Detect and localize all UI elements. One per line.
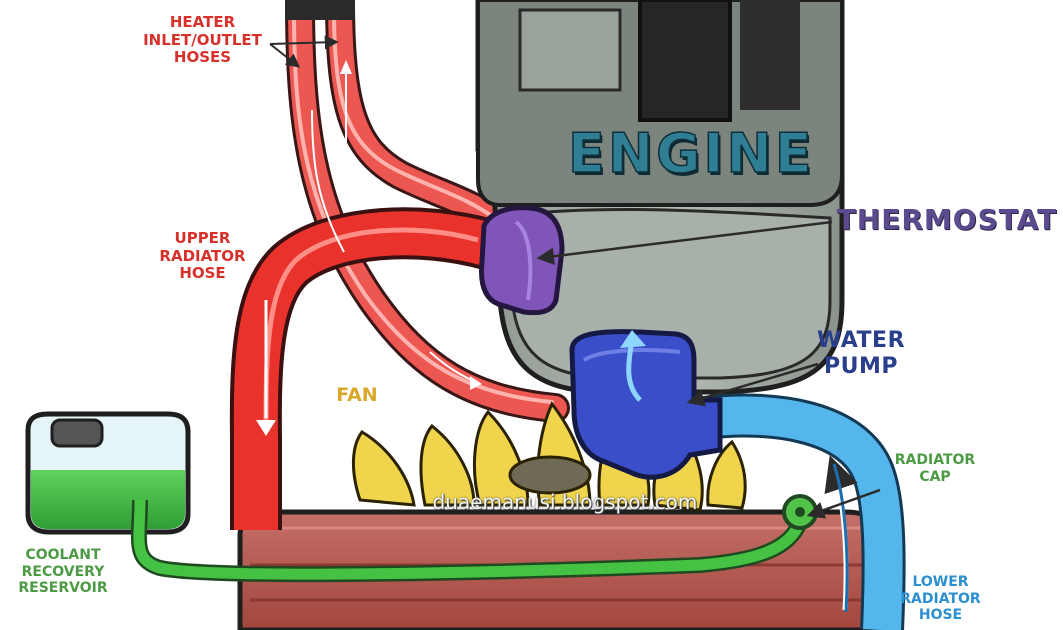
thermostat-leader-arrow bbox=[536, 220, 833, 265]
lower-radiator-hose-label: LOWER RADIATOR HOSE bbox=[900, 574, 981, 624]
hose-clamp-top bbox=[285, 0, 355, 20]
lower-hose-flow-arrow bbox=[832, 463, 849, 613]
heater-hoses-label: HEATER INLET/OUTLET HOSES bbox=[143, 13, 262, 67]
water-pump-leader-arrow bbox=[686, 362, 819, 407]
heater-hose-leader-arrow-2 bbox=[269, 43, 301, 68]
water-pump bbox=[569, 329, 723, 480]
radiator-cap-label: RADIATOR CAP bbox=[894, 452, 976, 485]
engine-label: ENGINE bbox=[567, 121, 815, 186]
radiator-cap-leader-arrow bbox=[806, 488, 881, 519]
heater-hose-leader-arrow-1 bbox=[269, 35, 339, 50]
watermark: duaemanusi.blogspot.com bbox=[432, 490, 698, 514]
coolant-recovery-reservoir bbox=[25, 411, 191, 535]
heater-flow-arrow-down bbox=[311, 109, 345, 253]
reservoir-cap bbox=[50, 418, 104, 448]
fan-hub bbox=[508, 455, 592, 495]
fan-label: FAN bbox=[336, 384, 378, 406]
water-pump-label: WATER PUMP bbox=[816, 328, 906, 379]
upper-radiator-hose-label: UPPER RADIATOR HOSE bbox=[159, 229, 246, 283]
thermostat-housing bbox=[479, 205, 565, 316]
radiator-cap bbox=[782, 494, 818, 530]
thermostat-label: THERMOSTAT bbox=[836, 203, 1058, 236]
engine-block bbox=[475, 0, 845, 395]
coolant-recovery-reservoir-label: COOLANT RECOVERY RESERVOIR bbox=[18, 547, 108, 597]
